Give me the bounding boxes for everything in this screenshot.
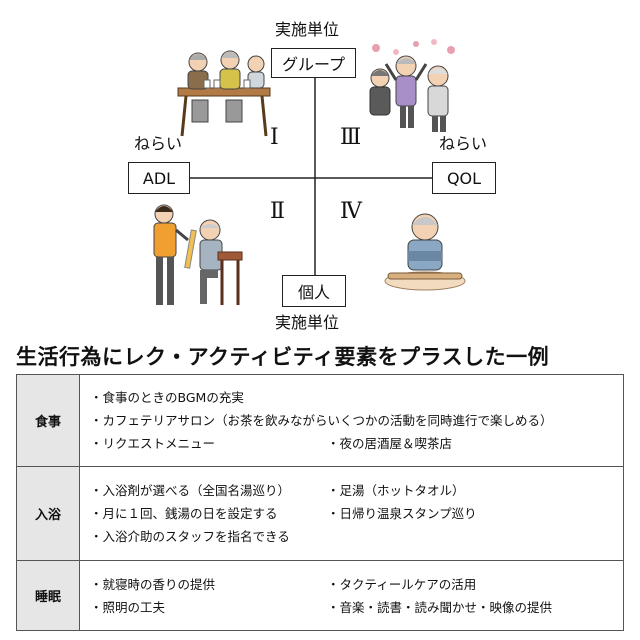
row-header-meal: 食事 [16, 374, 80, 467]
kneading-illustration [384, 213, 466, 291]
left-axis-caption: ねらい [134, 134, 183, 153]
list-item: ・就寝時の香りの提供 [90, 576, 216, 592]
list-item: ・カフェテリアサロン（お茶を飲みながらいくつかの活動を同時進行で楽しめる） [90, 413, 553, 428]
list-item: ・音楽・読書・読み聞かせ・映像の提供 [327, 599, 553, 615]
quadrant-2-label: Ⅱ [270, 199, 285, 224]
caregiver-illustration [153, 204, 243, 305]
table-row-meal: 食事 ・食事のときのBGMの充実 ・カフェテリアサロン（お茶を飲みながらいくつか… [16, 374, 624, 467]
example-table: 食事 ・食事のときのBGMの充実 ・カフェテリアサロン（お茶を飲みながらいくつか… [16, 374, 624, 631]
table-row-sleep: 睡眠 ・就寝時の香りの提供 ・タクティールケアの活用 ・照明の工夫 ・音楽・読書… [16, 560, 624, 631]
bottom-axis-box: 個人 [282, 275, 346, 307]
list-item: ・食事のときのBGMの充実 [90, 390, 244, 405]
row-header-sleep: 睡眠 [16, 560, 80, 631]
list-item: ・足湯（ホットタオル） [327, 483, 465, 498]
list-item: ・照明の工夫 [90, 599, 166, 615]
table-row-bath: 入浴 ・入浴剤が選べる（全国名湯巡り） ・足湯（ホットタオル） ・月に１回、銭湯… [16, 466, 624, 561]
list-item: ・月に１回、銭湯の日を設定する [90, 506, 278, 521]
top-axis-caption: 実施単位 [275, 20, 340, 39]
list-item: ・タクティールケアの活用 [327, 576, 477, 592]
list-item: ・入浴介助のスタッフを指名できる [90, 529, 290, 544]
axes [190, 78, 440, 282]
row-header-bath: 入浴 [16, 466, 80, 561]
list-item: ・日帰り温泉スタンプ巡り [327, 506, 477, 521]
quadrant-1-label: Ⅰ [270, 125, 279, 150]
page-title: 生活行為にレク・アクティビティ要素をプラスした一例 [16, 345, 550, 369]
list-item: ・リクエストメニュー [90, 436, 216, 451]
left-axis-box: ADL [128, 162, 190, 194]
right-axis-box: QOL [432, 162, 496, 194]
group-table-illustration [177, 50, 271, 137]
list-item: ・夜の居酒屋＆喫茶店 [327, 436, 453, 451]
quadrant-4-label: Ⅳ [340, 199, 362, 224]
top-axis-box: グループ [271, 48, 356, 78]
bottom-axis-caption: 実施単位 [275, 313, 340, 332]
quadrant-3-label: Ⅲ [340, 125, 362, 150]
right-axis-caption: ねらい [439, 134, 488, 153]
list-item: ・入浴剤が選べる（全国名湯巡り） [90, 483, 291, 498]
cheerful-group-illustration [369, 39, 455, 132]
